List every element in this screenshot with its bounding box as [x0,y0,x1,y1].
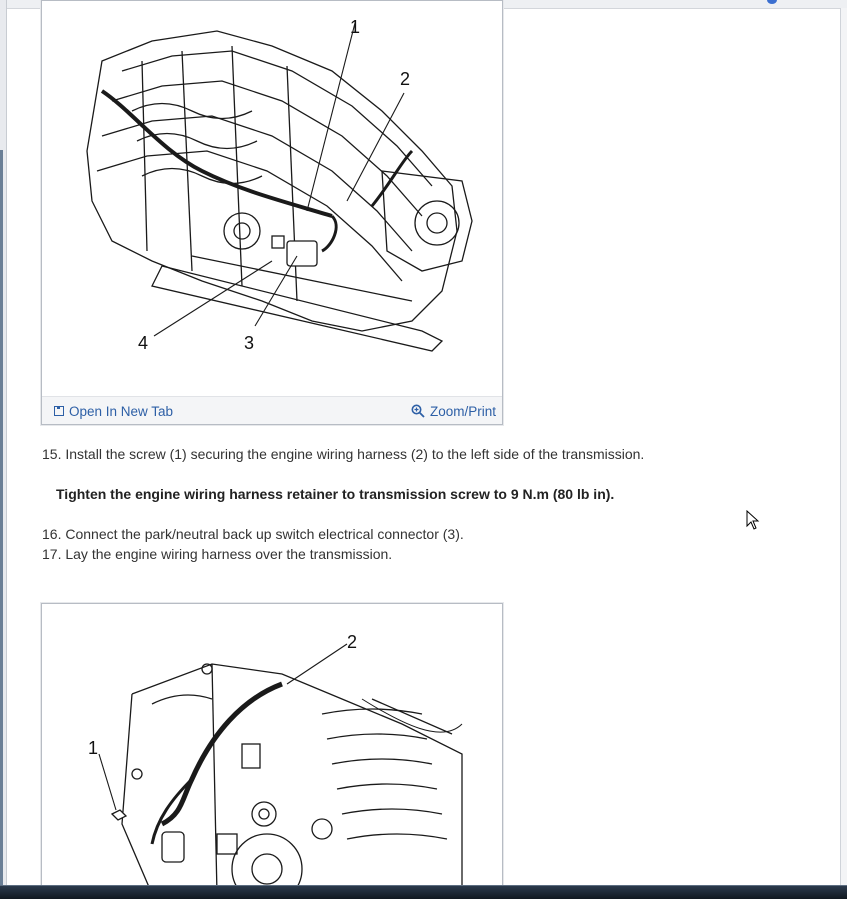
step-15-text: 15. Install the screw (1) securing the e… [42,446,645,462]
procedure-steps: 15. Install the screw (1) securing the e… [42,444,802,564]
illustration-svg: 1 2 3 4 [86,17,473,353]
figure-toolbar: Open In New Tab Zoom/Print [42,396,502,424]
zoom-icon [411,404,425,418]
mouse-cursor-icon [746,509,760,530]
open-in-new-tab-label: Open In New Tab [69,403,174,419]
figure-card-transmission-harness: 1 2 3 4 Open In New Tab Zoom/Print [41,0,503,425]
torque-specification: Tighten the engine wiring harness retain… [56,486,615,502]
illustration-svg-2: 2 1 [88,632,463,899]
zoom-print-link[interactable]: Zoom/Print [411,402,496,420]
window-left-border [0,0,7,899]
callout-3: 3 [244,333,254,353]
os-taskbar [0,885,847,899]
callout-2b: 2 [347,632,357,652]
callout-4: 4 [138,333,148,353]
zoom-print-label: Zoom/Print [429,403,496,419]
left-border-shade [0,150,3,890]
harness-routing-illustration[interactable]: 2 1 [42,604,502,899]
callout-1: 1 [350,17,360,37]
window-right-border [840,8,847,899]
step-17-text: 17. Lay the engine wiring harness over t… [42,546,393,562]
callout-1b: 1 [88,738,98,758]
transmission-wiring-illustration[interactable]: 1 2 3 4 [42,1,502,396]
figure-card-harness-routing: 2 1 [41,603,503,899]
open-in-new-tab-link[interactable]: Open In New Tab [54,402,173,420]
step-16-text: 16. Connect the park/neutral back up swi… [42,526,464,542]
new-tab-icon [54,405,64,416]
callout-2: 2 [400,69,410,89]
indicator-icon [767,0,777,4]
